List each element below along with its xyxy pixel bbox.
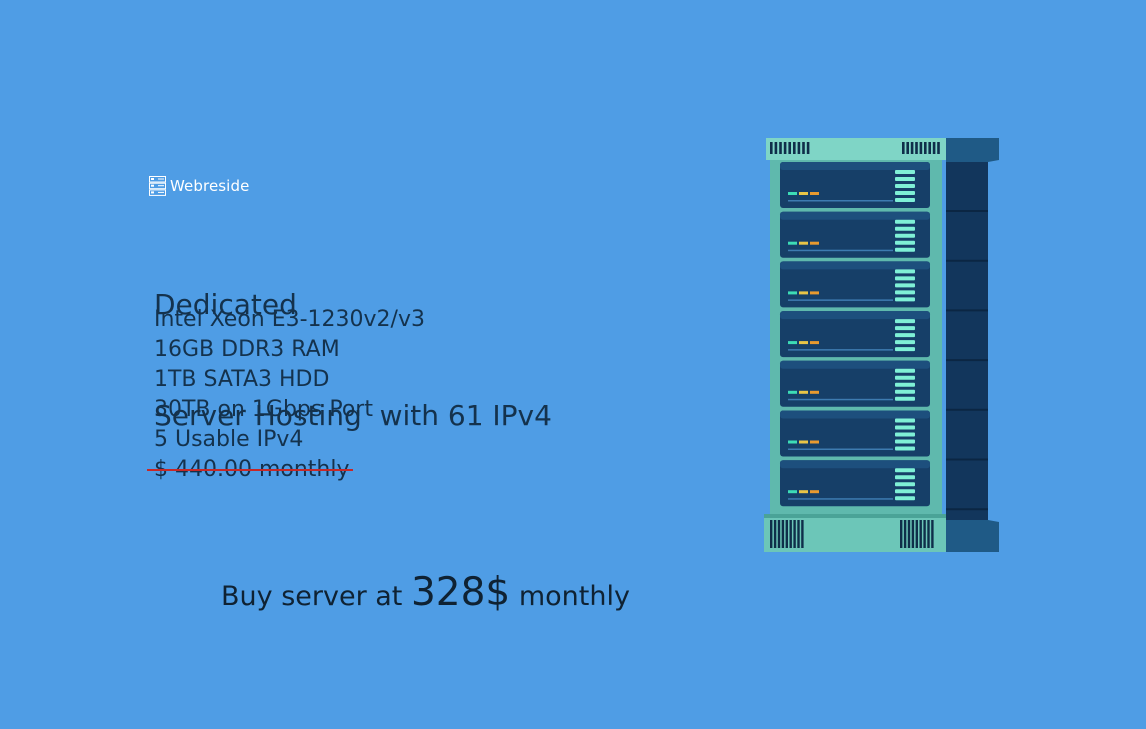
title-line-1: Dedicated (154, 288, 297, 321)
spec-item-ram: 16GB DDR3 RAM (154, 337, 340, 362)
spec-list: Intel Xeon E3-1230v2/v3 16GB DDR3 RAM 1T… (154, 305, 425, 485)
cta-price: 328$ (410, 570, 511, 615)
server-logo-icon (149, 176, 166, 196)
brand-logo: Webreside (149, 176, 249, 196)
server-unit (780, 261, 930, 308)
spec-item-cpu: Intel Xeon E3-1230v2/v3 (154, 307, 425, 332)
brand-name: Webreside (170, 177, 250, 195)
old-price: $ 440.00 monthly (154, 455, 350, 485)
title-line-2: Server Hosting with 61 IPv4 (154, 399, 552, 432)
page-title: Dedicated Server Hosting with 61 IPv4 (154, 212, 552, 471)
server-unit (780, 311, 930, 358)
server-unit (780, 162, 930, 208)
server-unit (780, 360, 930, 407)
cta-prefix: Buy server at (221, 581, 403, 612)
spec-item-disk: 1TB SATA3 HDD (154, 367, 330, 392)
spec-item-ipv4: 5 Usable IPv4 (154, 427, 304, 452)
cta-suffix: monthly (518, 581, 630, 612)
server-unit (780, 211, 930, 258)
server-rack-icon (764, 138, 999, 552)
server-unit (780, 410, 930, 457)
old-price-row: $ 440.00 monthly (154, 455, 425, 485)
buy-cta[interactable]: Buy server at 328$ monthly (221, 570, 630, 615)
server-unit (780, 460, 930, 507)
spec-item-bandwidth: 30TB on 1Gbps Port (154, 397, 373, 422)
